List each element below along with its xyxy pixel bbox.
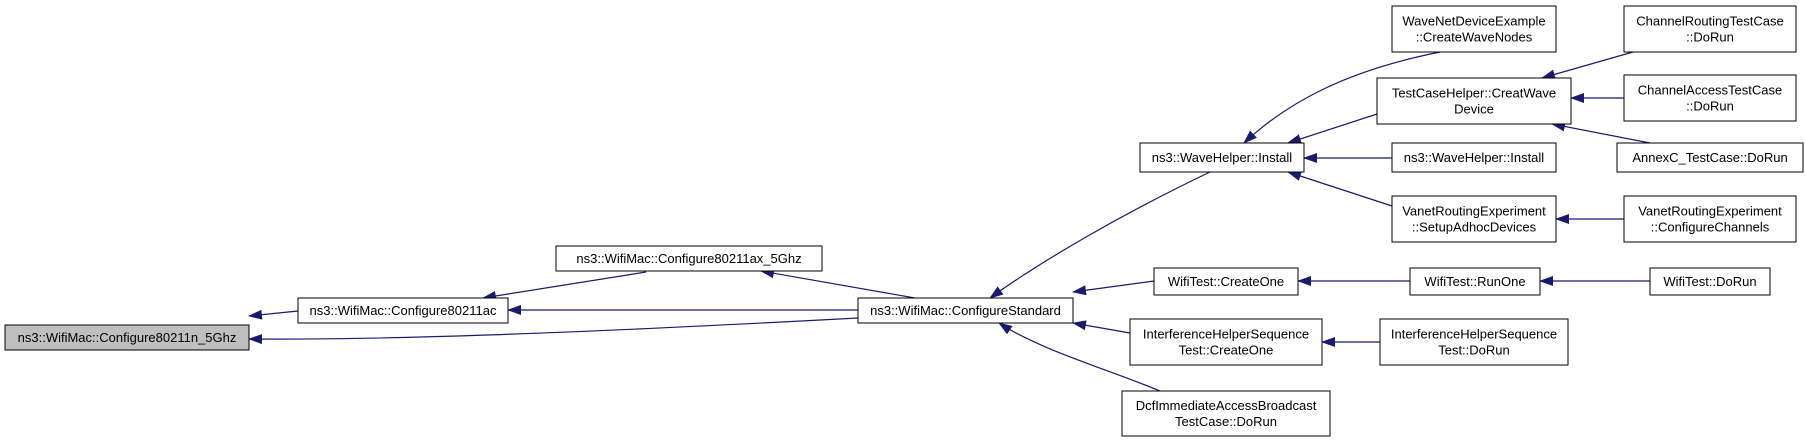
- node-box: [1391, 195, 1557, 243]
- node-label: ns3::WifiMac::Configure80211ac: [310, 303, 497, 318]
- node-label: VanetRoutingExperiment: [1402, 204, 1546, 219]
- node-label: ::DoRun: [1686, 99, 1734, 114]
- edge-ihs_co-to-std: [1072, 320, 1131, 334]
- node-label: ChannelAccessTestCase: [1638, 83, 1783, 98]
- edge-annex-to-tch: [1551, 121, 1651, 144]
- node-wnde[interactable]: WaveNetDeviceExample::CreateWaveNodes: [1391, 5, 1557, 53]
- node-label: ChannelRoutingTestCase: [1636, 14, 1783, 29]
- node-box: [1616, 142, 1804, 173]
- node-box: [1623, 195, 1797, 243]
- node-label: WifiTest::DoRun: [1663, 274, 1756, 289]
- edge-dcf-to-std: [998, 322, 1161, 392]
- node-label: ::SetupAdhocDevices: [1412, 220, 1537, 235]
- edge-tch-to-wh: [1287, 113, 1378, 144]
- edge-crt-to-tch: [1541, 51, 1634, 80]
- node-vre_s[interactable]: VanetRoutingExperiment::SetupAdhocDevice…: [1391, 195, 1557, 243]
- node-ax[interactable]: ns3::WifiMac::Configure80211ax_5Ghz: [555, 245, 823, 272]
- node-box: [1391, 142, 1557, 173]
- node-box: [1623, 5, 1797, 53]
- node-dcf[interactable]: DcfImmediateAccessBroadcastTestCase::DoR…: [1121, 390, 1331, 437]
- edge-vre_s-to-wh: [1287, 171, 1393, 207]
- node-box: [4, 324, 250, 351]
- node-box: [1376, 77, 1572, 125]
- node-wt_ro[interactable]: WifiTest::RunOne: [1409, 267, 1541, 296]
- node-label: Device: [1454, 102, 1494, 117]
- node-label: ns3::WifiMac::ConfigureStandard: [870, 303, 1061, 318]
- edge-std-to-ax: [760, 268, 916, 299]
- node-box: [1409, 267, 1541, 296]
- node-box: [297, 297, 509, 324]
- node-label: Test::CreateOne: [1179, 343, 1274, 358]
- node-box: [857, 297, 1074, 324]
- edge-wh-to-std: [989, 171, 1211, 299]
- node-box: [1129, 318, 1323, 366]
- node-box: [1139, 142, 1305, 173]
- node-cat[interactable]: ChannelAccessTestCase::DoRun: [1623, 74, 1797, 122]
- node-label: ns3::WifiMac::Configure80211ax_5Ghz: [576, 251, 801, 266]
- node-box: [1649, 267, 1771, 296]
- node-box: [1391, 5, 1557, 53]
- node-annex[interactable]: AnnexC_TestCase::DoRun: [1616, 142, 1804, 173]
- node-wh2[interactable]: ns3::WaveHelper::Install: [1391, 142, 1557, 173]
- node-label: WaveNetDeviceExample: [1402, 14, 1545, 29]
- node-label: WifiTest::CreateOne: [1168, 274, 1284, 289]
- node-ihs_co[interactable]: InterferenceHelperSequenceTest::CreateOn…: [1129, 318, 1323, 366]
- node-label: AnnexC_TestCase::DoRun: [1632, 150, 1787, 165]
- edge-std-to-root: [248, 317, 859, 345]
- edge-wt_co-to-std: [1072, 280, 1155, 296]
- edge-wnde-to-wh: [1243, 51, 1441, 144]
- node-wh[interactable]: ns3::WaveHelper::Install: [1139, 142, 1305, 173]
- node-label: DcfImmediateAccessBroadcast: [1136, 398, 1317, 413]
- node-label: Test::DoRun: [1438, 343, 1510, 358]
- node-box: [1153, 267, 1299, 296]
- edge-ax-to-ac: [482, 271, 647, 301]
- node-ac[interactable]: ns3::WifiMac::Configure80211ac: [297, 297, 509, 324]
- edges-layer: [248, 51, 1651, 392]
- node-crt[interactable]: ChannelRoutingTestCase::DoRun: [1623, 5, 1797, 53]
- node-label: InterferenceHelperSequence: [1143, 327, 1309, 342]
- node-label: VanetRoutingExperiment: [1638, 204, 1782, 219]
- node-box: [1623, 74, 1797, 122]
- node-label: ::CreateWaveNodes: [1416, 30, 1533, 45]
- node-root[interactable]: ns3::WifiMac::Configure80211n_5Ghz: [4, 324, 250, 351]
- node-label: ::DoRun: [1686, 30, 1734, 45]
- node-wt_co[interactable]: WifiTest::CreateOne: [1153, 267, 1299, 296]
- node-label: ns3::WaveHelper::Install: [1152, 150, 1293, 165]
- node-box: [1379, 318, 1569, 366]
- nodes-layer: ns3::WifiMac::Configure80211n_5Ghz ns3::W…: [4, 5, 1804, 437]
- node-label: ns3::WifiMac::Configure80211n_5Ghz: [18, 330, 237, 345]
- node-wt_dr[interactable]: WifiTest::DoRun: [1649, 267, 1771, 296]
- node-box: [1121, 390, 1331, 437]
- node-label: ns3::WaveHelper::Install: [1404, 150, 1545, 165]
- node-label: InterferenceHelperSequence: [1391, 327, 1557, 342]
- node-label: TestCaseHelper::CreatWave: [1392, 86, 1556, 101]
- node-box: [555, 245, 823, 272]
- node-label: TestCase::DoRun: [1175, 414, 1277, 429]
- node-vre_c[interactable]: VanetRoutingExperiment::ConfigureChannel…: [1623, 195, 1797, 243]
- node-std[interactable]: ns3::WifiMac::ConfigureStandard: [857, 297, 1074, 324]
- node-label: ::ConfigureChannels: [1651, 220, 1770, 235]
- node-label: WifiTest::RunOne: [1424, 274, 1525, 289]
- edge-ac-to-root: [248, 309, 299, 320]
